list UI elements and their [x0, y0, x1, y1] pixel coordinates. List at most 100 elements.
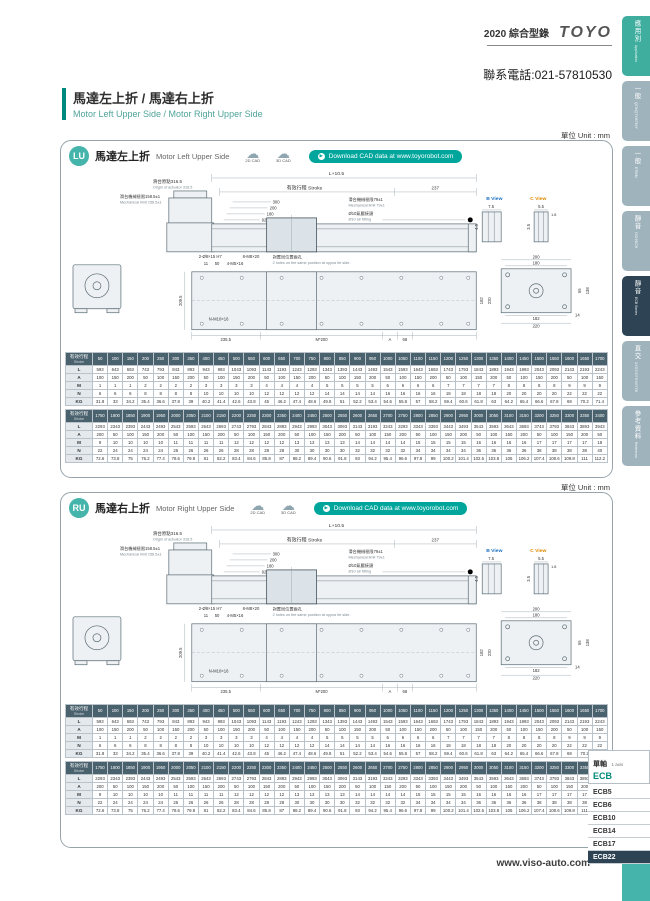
spec-cell: 100 [394, 372, 411, 382]
stroke-value: 2900 [440, 408, 457, 423]
spec-cell: 31.8 [91, 396, 109, 406]
stroke-value: 1200 [440, 703, 457, 718]
download-cad-button[interactable]: ▶ Download CAD data at www.toyorobot.com [313, 501, 468, 515]
spec-cell: 1 [107, 380, 124, 390]
cad-3d-download-button[interactable]: ☁ 3D CAD [276, 147, 291, 163]
spec-cell: 1743 [440, 364, 457, 374]
spec-cell: 200 [364, 724, 381, 734]
cad-2d-download-button[interactable]: ☁ 2D CAD [250, 499, 265, 515]
cad-3d-download-button[interactable]: ☁ 3D CAD [281, 499, 296, 515]
spec-cell: 34 [425, 445, 442, 455]
spec-cell: 38 [531, 445, 548, 455]
spec-cell: 34.2 [122, 396, 139, 406]
ev-dim-55: 55 [577, 288, 582, 293]
spec-cell: 8 [515, 732, 533, 742]
spec-cell: 50 [470, 781, 487, 791]
spec-cell: 150 [561, 429, 578, 439]
spec-cell: 200 [303, 372, 321, 382]
spec-cell: 28 [273, 445, 290, 455]
spec-cell: 89.4 [303, 805, 321, 815]
spec-cell: 50 [288, 781, 305, 791]
holes-n-m10-label: N-M10×16 [209, 669, 229, 674]
dim-overall-length: L+10.5 [329, 171, 345, 177]
spec-cell: 1693 [425, 364, 442, 374]
spec-cell: 2543 [167, 421, 184, 431]
spec-cell: 3 [243, 380, 260, 390]
spec-cell: 100 [213, 372, 230, 382]
model-nav-ecb5[interactable]: ECB5 [588, 786, 650, 799]
download-cad-button[interactable]: ▶ Download CAD data at www.toyorobot.com [308, 149, 463, 163]
spec-cell: 84.6 [243, 453, 260, 463]
spec-cell: 79.8 [182, 453, 199, 463]
spec-cell: 2443 [137, 773, 154, 783]
spec-cell: 10 [137, 789, 154, 799]
spec-cell: 30 [288, 445, 305, 455]
opposite-holes-en: 2 holes on the same position at oppos it… [273, 261, 351, 265]
spec-cell: 60.6 [455, 748, 472, 758]
spec-cell: 3293 [394, 421, 411, 431]
stroke-value: 2150 [213, 760, 230, 775]
dim-300: 300 [273, 551, 281, 556]
model-nav-ecb22[interactable]: ECB22 [588, 851, 650, 864]
spec-cell: 101.4 [455, 805, 472, 815]
spec-cell: 2793 [243, 773, 260, 783]
model-nav-ecb6[interactable]: ECB6 [588, 799, 650, 812]
spec-cell: 28 [258, 797, 275, 807]
spec-cell: 50 [409, 429, 427, 439]
spec-cell: 22 [576, 740, 593, 750]
spec-cell: 200 [485, 724, 502, 734]
spec-cell: 100 [273, 724, 290, 734]
spec-cell: 71.4 [591, 396, 609, 406]
stroke-value: 600 [258, 703, 275, 718]
spec-cell: 100 [303, 781, 321, 791]
spec-cell: 200 [334, 429, 351, 439]
stroke-value: 1600 [561, 703, 578, 718]
spec-cell: 18 [470, 740, 487, 750]
spec-cell: 3843 [561, 773, 578, 783]
spec-cell: 36 [500, 797, 517, 807]
stroke-value: 3400 [591, 408, 609, 423]
row-label: L [65, 421, 93, 431]
stroke-value: 1050 [394, 703, 411, 718]
cad-2d-download-button[interactable]: ☁ 2D CAD [245, 147, 261, 163]
spec-cell: 50 [591, 429, 609, 439]
spec-cell: 2993 [303, 421, 321, 431]
spec-cell: 40.2 [197, 748, 215, 758]
spec-cell: 10 [197, 388, 215, 398]
spec-cell: 17 [531, 789, 548, 799]
spec-cell: 3643 [500, 421, 517, 431]
spec-cell: 843 [167, 364, 184, 374]
spec-cell: 96.6 [394, 453, 411, 463]
spec-cell: 50 [531, 781, 548, 791]
spec-cell: 58.2 [425, 396, 442, 406]
stroke-value: 100 [107, 703, 124, 718]
spec-cell: 10 [152, 789, 169, 799]
spec-cell: 6 [409, 380, 427, 390]
spec-cell: 14 [364, 388, 381, 398]
spec-cell: 9 [91, 437, 109, 447]
spec-cell: 95.4 [379, 453, 396, 463]
model-nav-ecb10[interactable]: ECB10 [588, 812, 650, 825]
spec-cell: 150 [137, 781, 154, 791]
stroke-value: 1850 [122, 408, 139, 423]
spec-cell: 2093 [546, 716, 563, 726]
spec-cell: 150 [167, 372, 184, 382]
b-view-label: B View [486, 196, 502, 202]
spec-cell: 9 [591, 732, 609, 742]
cad-2d-label: 2D CAD [245, 158, 261, 163]
stroke-value: 2650 [364, 408, 381, 423]
model-nav-ecb14[interactable]: ECB14 [588, 825, 650, 838]
model-nav-ecb17[interactable]: ECB17 [588, 838, 650, 851]
